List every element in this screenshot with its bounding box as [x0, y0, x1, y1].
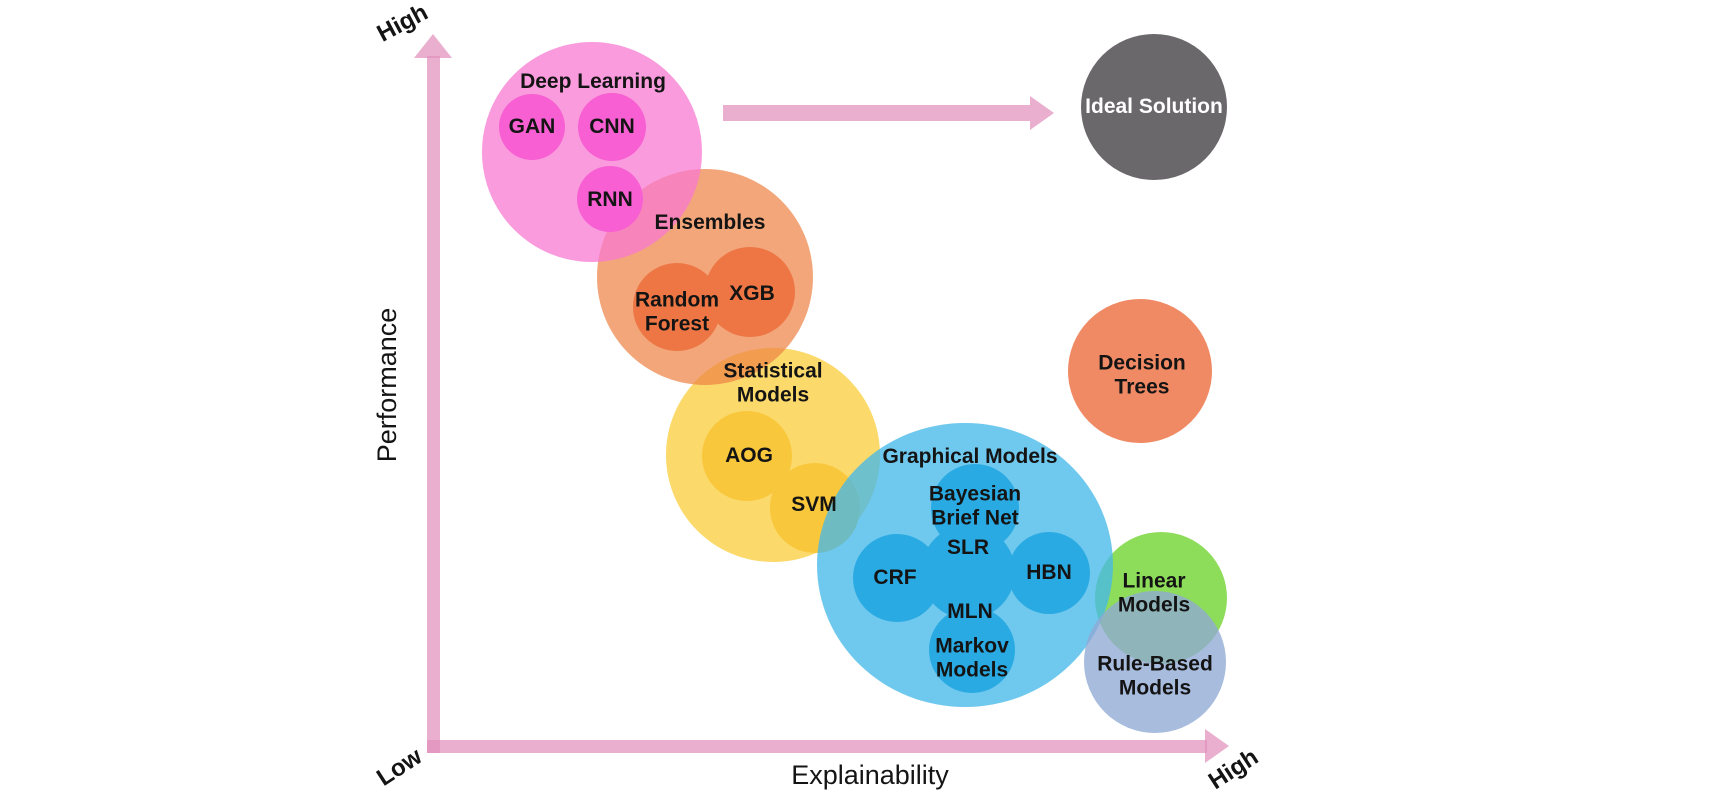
deep-learning-label: Deep Learning	[520, 70, 666, 94]
xgb-circle	[705, 247, 795, 337]
random-forest-label: Random Forest	[635, 288, 719, 335]
hbn-label: HBN	[1026, 561, 1072, 585]
crf-label: CRF	[873, 566, 917, 590]
ideal-solution-circle	[1081, 34, 1227, 180]
y-axis-line	[427, 56, 440, 753]
crf-circle	[853, 534, 941, 622]
x-axis-low-label: Low	[372, 742, 427, 792]
cnn-circle	[578, 93, 646, 161]
decision-trees-circle	[1068, 299, 1212, 443]
rnn-label: RNN	[587, 188, 633, 212]
mln-label: MLN	[947, 600, 993, 624]
y-axis-arrowhead-icon	[414, 34, 452, 58]
gan-circle	[499, 94, 565, 160]
markov-models-label: Markov Models	[935, 634, 1009, 681]
ensembles-label: Ensembles	[654, 211, 766, 235]
hbn-circle	[1008, 532, 1090, 614]
bayesian-brief-net-label: Bayesian Brief Net	[928, 482, 1022, 529]
performance-axis-label: Performance	[371, 307, 402, 463]
xgb-label: XGB	[729, 282, 775, 306]
graphical-models-label: Graphical Models	[882, 445, 1058, 469]
statistical-models-label: Statistical Models	[723, 359, 823, 406]
cnn-label: CNN	[589, 115, 635, 139]
x-axis-arrowhead-icon	[1205, 729, 1229, 763]
deep-learning-to-ideal-arrowhead-icon	[1030, 96, 1054, 130]
decision-trees-label: Decision Trees	[1098, 351, 1186, 398]
ideal-solution-label: Ideal Solution	[1085, 95, 1223, 119]
markov-models-circle	[929, 607, 1015, 693]
rule-based-models-label: Rule-Based Models	[1097, 652, 1213, 699]
linear-models-label: Linear Models	[1117, 569, 1191, 616]
deep-learning-to-ideal-arrow-shaft	[723, 105, 1030, 121]
rule-based-models-circle	[1084, 591, 1226, 733]
x-axis-line	[427, 740, 1207, 753]
svm-label: SVM	[791, 493, 837, 517]
slr-label: SLR	[947, 536, 989, 560]
explainability-axis-label: Explainability	[791, 759, 949, 790]
gan-label: GAN	[508, 115, 556, 139]
rnn-circle	[577, 166, 643, 232]
aog-label: AOG	[725, 444, 773, 468]
